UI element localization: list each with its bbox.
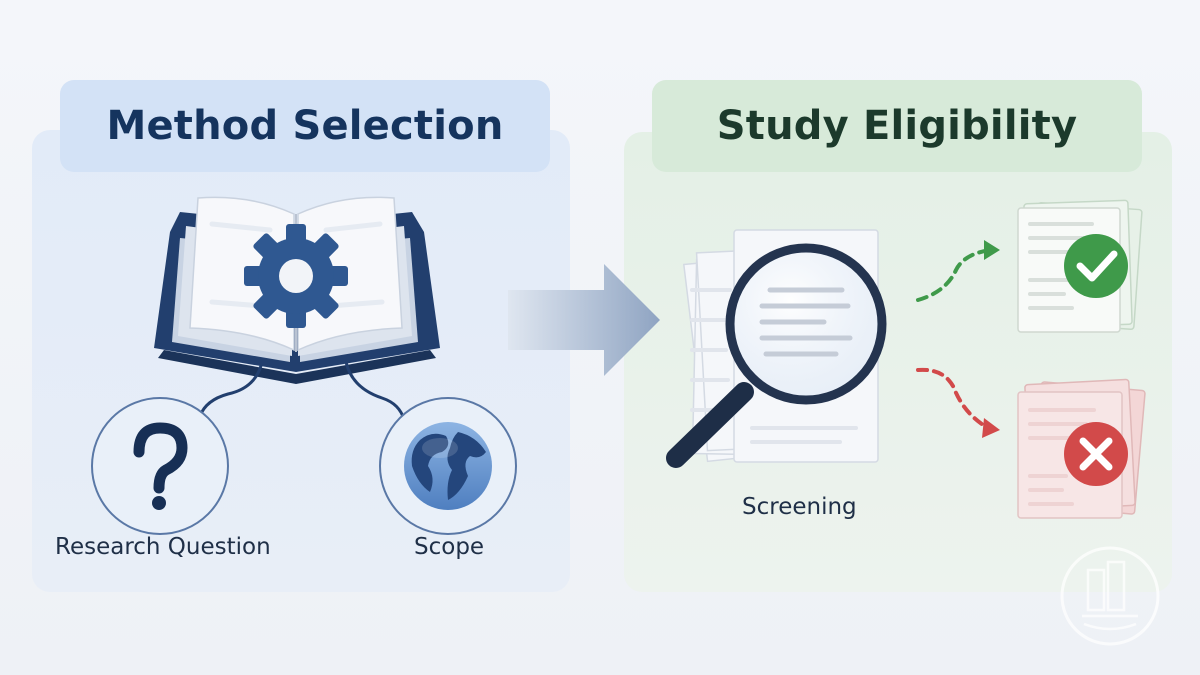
excluded-documents [1017,378,1146,519]
accept-path-arrow [916,240,1000,302]
right-arrow-icon [508,264,660,376]
check-icon [1064,234,1128,298]
magnifying-glass-icon [666,243,887,468]
connector-line [344,361,406,421]
cross-icon [1064,422,1128,486]
method-selection-header: Method Selection [60,80,550,172]
study-eligibility-title: Study Eligibility [716,103,1078,149]
question-mark-icon [91,397,229,535]
globe-icon [379,397,517,535]
study-eligibility-header: Study Eligibility [652,80,1142,172]
scope-label: Scope [414,534,485,560]
reject-path-arrow [916,367,1000,438]
watermark-logo [1060,546,1160,646]
connector-line [198,361,264,417]
screening-label: Screening [742,494,857,520]
research-question-label: Research Question [55,534,271,560]
book-with-gear-icon [154,196,440,384]
included-documents [1017,199,1143,333]
method-selection-title: Method Selection [106,103,504,149]
